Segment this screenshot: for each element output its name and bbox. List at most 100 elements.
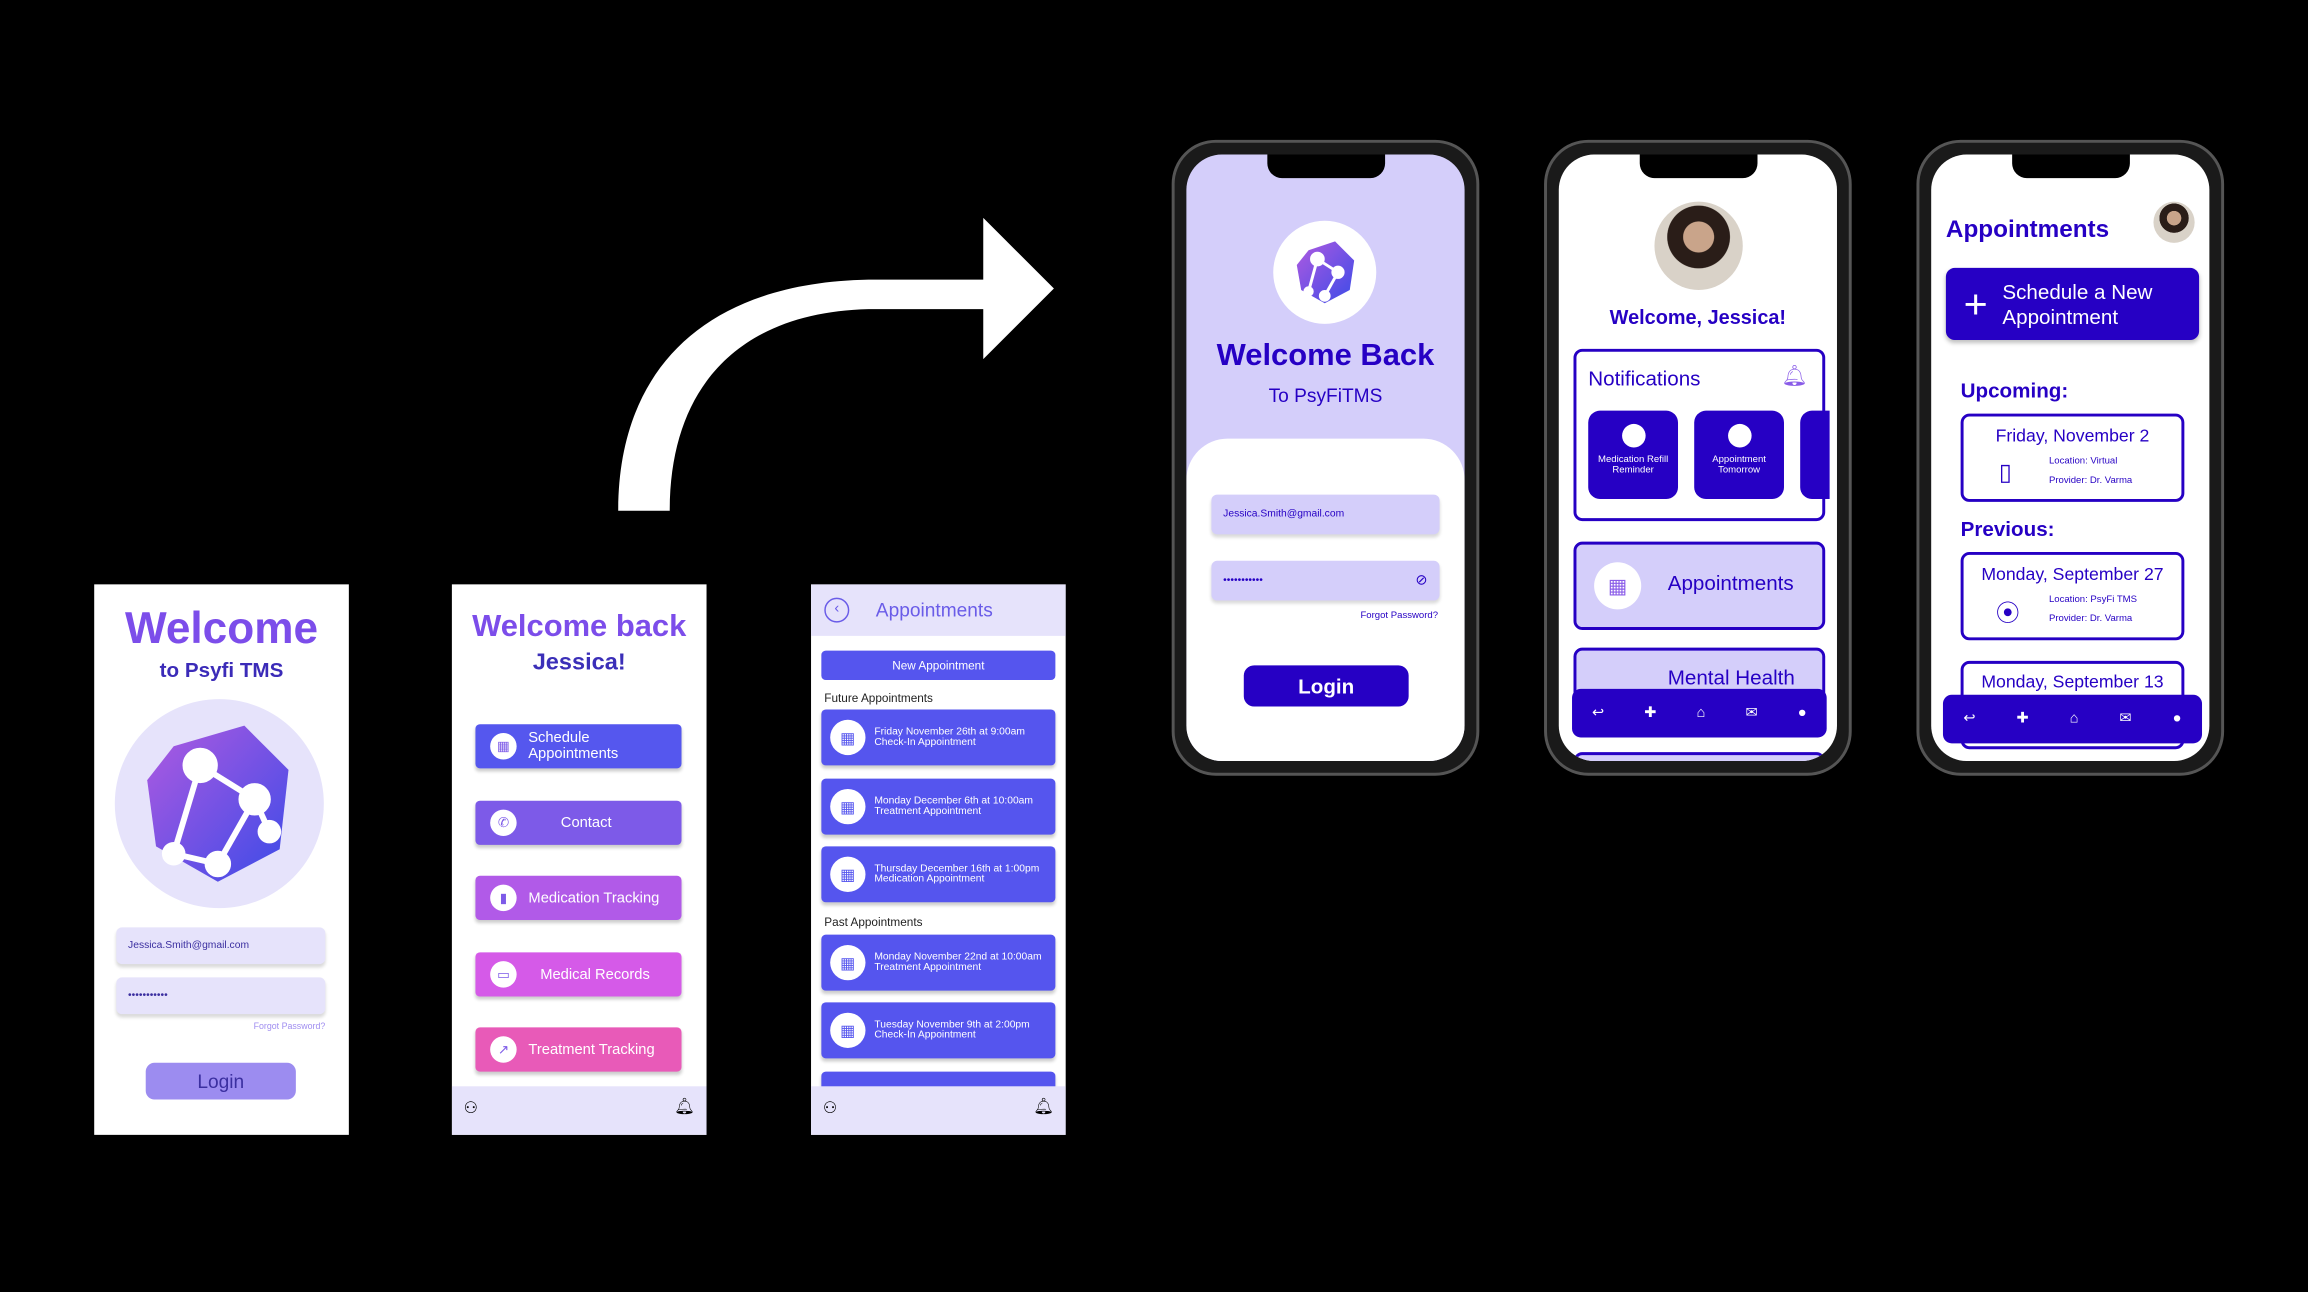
network-logo-icon — [1296, 241, 1355, 304]
login-button[interactable]: Login — [145, 1062, 296, 1100]
appointment-type: Medication Appointment — [874, 874, 985, 885]
calendar-icon: ▦ — [830, 856, 866, 892]
calendar-icon: ▦ — [490, 733, 517, 760]
forgot-password-link[interactable]: Forgot Password? — [1360, 610, 1439, 622]
avatar[interactable] — [1654, 201, 1743, 290]
appointment-provider: Provider: Dr. Varma — [2048, 475, 2133, 486]
back-icon[interactable]: ↩ — [1963, 710, 1976, 728]
bell-icon[interactable]: 🔔︎ — [1033, 1098, 1054, 1116]
wireframe-appointments-screen: ‹ Appointments New Appointment Future Ap… — [811, 584, 1066, 1135]
mail-icon[interactable]: ✉ — [2119, 710, 2132, 728]
bell-icon[interactable]: 🔔︎ — [674, 1098, 695, 1116]
appointment-card[interactable]: Monday, September 27 ⦿ Location: PsyFi T… — [1960, 551, 2185, 641]
button-label: Medication Tracking — [528, 889, 660, 906]
eye-off-icon[interactable]: ⊘ — [1415, 572, 1428, 589]
forgot-password-link[interactable]: Forgot Password? — [253, 1022, 326, 1032]
button-label: Treatment Tracking — [528, 1041, 655, 1058]
appointment-date: Monday November 22nd at 10:00am — [874, 952, 1042, 963]
bottom-bar: ⚇ 🔔︎ — [451, 1086, 707, 1135]
appointment-type: Treatment Appointment — [874, 962, 982, 973]
email-input[interactable]: Jessica.Smith@gmail.com — [116, 927, 326, 965]
avatar[interactable] — [2153, 201, 2195, 243]
notification-tile[interactable]: Medication Refill Reminder — [1588, 410, 1679, 499]
medication-tracking-button[interactable]: ▮Medication Tracking — [475, 875, 682, 920]
header: ‹ Appointments — [811, 584, 1066, 636]
contact-button[interactable]: ✆ Contact — [475, 800, 682, 845]
treatment-tracking-button[interactable]: ↗ Treatment Tracking — [475, 1027, 682, 1072]
profile-icon[interactable]: ● — [2172, 710, 2182, 728]
profile-icon[interactable]: ⚇ — [822, 1099, 838, 1118]
wireframe-home-screen: Welcome back Jessica! ▦Schedule Appointm… — [451, 584, 707, 1135]
wireframe-login-screen: Welcome to Psyfi TMS Jessica.Smith@gmail… — [94, 584, 349, 1135]
medical-bag-icon[interactable]: ✚ — [1644, 705, 1657, 722]
password-input[interactable]: ••••••••••• — [116, 977, 326, 1015]
appointment-type: Check-In Appointment — [874, 737, 976, 748]
home-icon[interactable]: ⌂ — [2069, 710, 2079, 728]
card[interactable] — [1573, 752, 1826, 761]
location-pin-icon: ⦿ — [1995, 602, 2020, 628]
back-icon[interactable]: ‹ — [824, 597, 850, 623]
notification-tile[interactable] — [1800, 410, 1830, 499]
profile-icon[interactable]: ⚇ — [463, 1099, 479, 1118]
mail-icon[interactable]: ✉ — [1745, 705, 1758, 722]
flow-arrow-icon — [618, 217, 1054, 511]
calendar-icon — [1727, 423, 1751, 448]
appointment-date: Monday, September 13 — [1981, 671, 2164, 692]
past-label: Past Appointments — [824, 915, 923, 929]
appointment-location: Location: PsyFi TMS — [2048, 594, 2138, 605]
tile-label: Appointment Tomorrow — [1712, 454, 1766, 476]
bottom-nav: ↩ ✚ ⌂ ✉ ● — [1572, 688, 1827, 738]
appointment-date: Monday December 6th at 10:00am — [874, 796, 1034, 807]
appointments-card[interactable]: ▦ Appointments — [1573, 541, 1826, 630]
network-logo-icon — [147, 725, 289, 882]
button-label: Contact — [560, 814, 612, 831]
logo — [1273, 220, 1377, 324]
logo — [114, 699, 324, 909]
email-input[interactable]: Jessica.Smith@gmail.com — [1211, 494, 1440, 535]
password-input[interactable]: ••••••••••• ⊘ — [1211, 560, 1440, 601]
password-value: ••••••••••• — [1223, 575, 1263, 586]
appointment-date: Monday, September 27 — [1981, 563, 2164, 585]
trend-icon: ↗ — [490, 1036, 517, 1063]
button-label: Medical Records — [540, 966, 650, 983]
folder-icon: ▭ — [490, 961, 517, 988]
upcoming-label: Upcoming: — [1960, 378, 2069, 402]
notification-tile[interactable]: Appointment Tomorrow — [1694, 410, 1784, 499]
welcome-title: Welcome Back — [1216, 338, 1435, 373]
appointment-date: Friday, November 2 — [1995, 425, 2150, 446]
appointment-card[interactable]: Friday, November 2 ▯ Location: Virtual P… — [1960, 413, 2185, 502]
welcome-text: Welcome, Jessica! — [1609, 306, 1787, 329]
previous-label: Previous: — [1960, 516, 2055, 541]
button-label: Schedule Appointments — [528, 730, 619, 763]
login-button[interactable]: Login — [1243, 665, 1409, 707]
appointment-date: Tuesday November 9th at 2:00pm — [874, 1020, 1030, 1031]
new-appointment-button[interactable]: New Appointment — [821, 650, 1056, 681]
schedule-new-appointment-button[interactable]: + Schedule a New Appointment — [1945, 267, 2200, 341]
calendar-icon: ▦ — [1594, 562, 1642, 610]
welcome-subtitle: to Psyfi TMS — [159, 657, 284, 682]
medical-bag-icon[interactable]: ✚ — [2016, 710, 2029, 728]
back-icon[interactable]: ↩ — [1591, 705, 1605, 722]
phone-appointments: Appointments + Schedule a New Appointmen… — [1916, 139, 2225, 776]
bottom-nav: ↩ ✚ ⌂ ✉ ● — [1942, 694, 2203, 744]
page-title: Appointments — [875, 599, 993, 622]
welcome-title: Welcome — [124, 604, 319, 654]
card-label: Mental Health — [1667, 665, 1795, 689]
appointment-type: Check-In Appointment — [874, 1030, 976, 1041]
bell-icon[interactable]: 🔔︎ — [1781, 363, 1808, 388]
home-icon[interactable]: ⌂ — [1696, 705, 1706, 722]
plus-icon: + — [1963, 280, 1988, 327]
appointment-date: Friday November 26th at 9:00am — [874, 727, 1025, 738]
card-label: Appointments — [1667, 571, 1794, 595]
phone-icon: ✆ — [490, 809, 517, 837]
schedule-appointments-button[interactable]: ▦ Schedule Appointments — [475, 724, 682, 769]
notch — [1639, 154, 1757, 179]
medical-records-button[interactable]: ▭ Medical Records — [475, 952, 682, 997]
appointment-type: Treatment Appointment — [874, 806, 982, 817]
profile-icon[interactable]: ● — [1797, 705, 1807, 722]
